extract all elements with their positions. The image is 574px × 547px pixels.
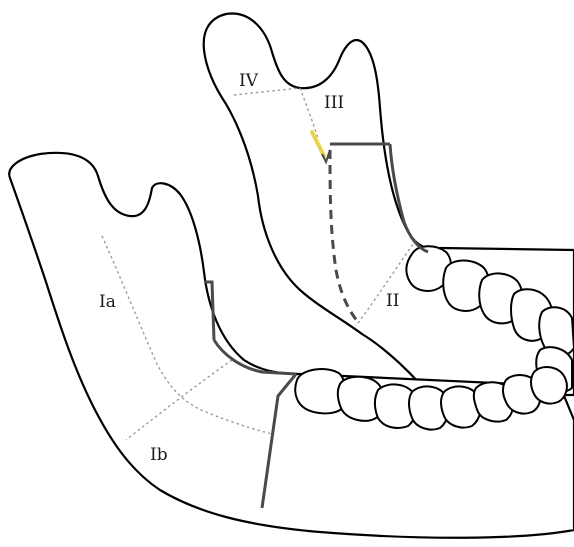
back-mandible-outline	[204, 13, 574, 395]
label-zone-ia: Ia	[99, 292, 116, 312]
label-zone-iii: III	[324, 93, 344, 113]
label-zone-ii: II	[386, 291, 399, 311]
front-tooth-8	[531, 367, 567, 404]
label-zone-iv: IV	[239, 71, 259, 91]
back-mandible	[204, 13, 574, 395]
label-zone-ib: Ib	[150, 445, 168, 465]
